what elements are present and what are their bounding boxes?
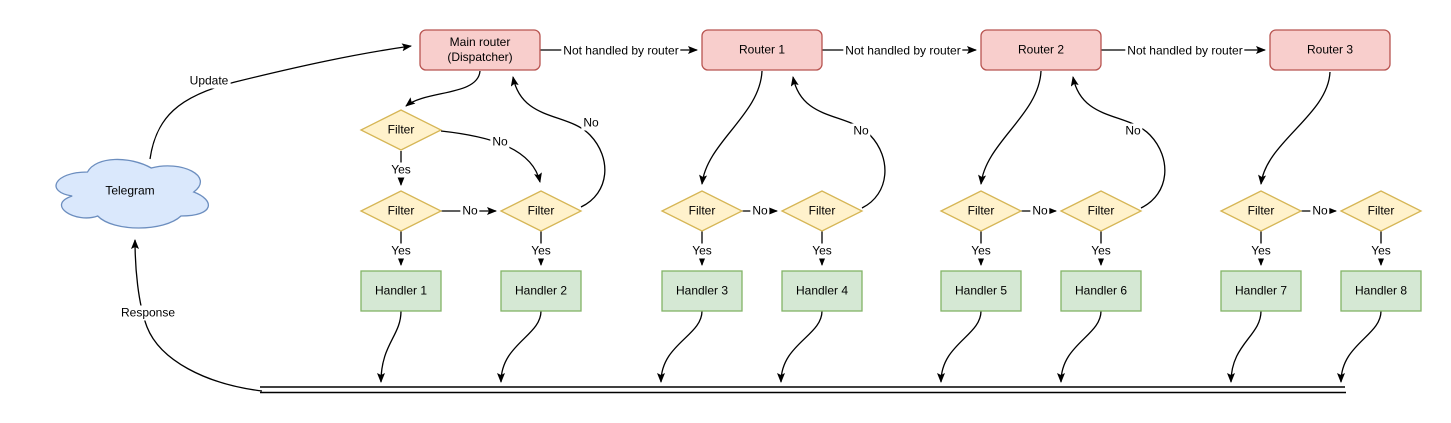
no-label-filter0: No — [490, 134, 510, 150]
handler7-bus-edge — [1227, 310, 1262, 383]
handler8-bus-edge — [1337, 310, 1382, 383]
yes-label-6: Yes — [1089, 243, 1113, 259]
no-label-return-r1: No — [851, 123, 871, 139]
main-router-label: Main router (Dispatcher) — [447, 35, 512, 65]
response-edge — [131, 239, 263, 392]
update-edge — [149, 43, 412, 160]
router1-to-filter3-edge — [699, 70, 763, 185]
yes-label-8: Yes — [1369, 243, 1393, 259]
filter-node-5 — [939, 190, 1023, 232]
filter-label-6: Filter — [1087, 203, 1115, 218]
router2-to-filter5-edge — [978, 70, 1042, 185]
handler-8-label: Handler 8 — [1354, 283, 1408, 298]
router-1-node — [701, 29, 823, 71]
filter-node-8 — [1339, 190, 1423, 232]
no-label-return-main: No — [581, 115, 601, 131]
handler-4-label: Handler 4 — [795, 283, 849, 298]
yes-label-3: Yes — [690, 243, 714, 259]
filter2-return-edge — [510, 76, 606, 208]
handler-1-label: Handler 1 — [374, 283, 428, 298]
filter-node-3 — [660, 190, 744, 232]
no-label-pair-3: No — [1030, 203, 1050, 219]
yes-label-2: Yes — [529, 243, 553, 259]
filter-node-7 — [1219, 190, 1303, 232]
handler5-bus-edge — [937, 310, 982, 383]
handler-7-label: Handler 7 — [1234, 283, 1288, 298]
filter-node-4 — [780, 190, 864, 232]
telegram-cloud — [55, 158, 210, 229]
handler-1-node — [360, 270, 442, 312]
handler-3-label: Handler 3 — [675, 283, 729, 298]
handler-5-node — [940, 270, 1022, 312]
handler-6-label: Handler 6 — [1074, 283, 1128, 298]
not-handled-label-2: Not handled by router — [843, 43, 963, 59]
handler-4-node — [781, 270, 863, 312]
filter-label-7: Filter — [1247, 203, 1275, 218]
filter-label-2: Filter — [527, 203, 555, 218]
handler3-bus-edge — [657, 310, 703, 383]
handler-5-label: Handler 5 — [954, 283, 1008, 298]
filter-node-0 — [359, 109, 443, 151]
router-1-label: Router 1 — [738, 42, 786, 57]
handler-3-node — [661, 270, 743, 312]
router-3-node — [1269, 29, 1391, 71]
filter-label-5: Filter — [967, 203, 995, 218]
no-label-return-r2: No — [1123, 123, 1143, 139]
filter4-return-edge — [790, 76, 886, 209]
yes-label-5: Yes — [969, 243, 993, 259]
dispatcher-to-filter0-edge — [405, 70, 481, 107]
yes-label-1: Yes — [389, 243, 413, 259]
handler2-bus-edge — [497, 310, 542, 383]
filter-node-2 — [499, 190, 583, 232]
telegram-label: Telegram — [105, 183, 155, 198]
router-2-node — [980, 29, 1102, 71]
main-router-label-line2: (Dispatcher) — [447, 50, 513, 64]
no-label-pair-1: No — [460, 203, 480, 219]
no-label-pair-4: No — [1310, 203, 1330, 219]
handler-2-node — [500, 270, 582, 312]
router-2-label: Router 2 — [1017, 42, 1065, 57]
handler-8-node — [1340, 270, 1422, 312]
filter-node-1 — [359, 190, 443, 232]
main-router-label-line1: Main router — [449, 35, 511, 49]
update-label: Update — [187, 73, 231, 89]
filter-label-1: Filter — [387, 203, 415, 218]
filter6-return-edge — [1070, 76, 1166, 209]
handler-2-label: Handler 2 — [514, 283, 568, 298]
not-handled-label-1: Not handled by router — [561, 43, 681, 59]
filter-label-4: Filter — [808, 203, 836, 218]
response-label: Response — [118, 305, 178, 321]
filter-label-0: Filter — [387, 122, 415, 137]
router3-to-filter7-edge — [1258, 71, 1331, 185]
yes-label-4: Yes — [810, 243, 834, 259]
filter-node-6 — [1059, 190, 1143, 232]
no-label-pair-2: No — [750, 203, 770, 219]
router-3-label: Router 3 — [1306, 42, 1354, 57]
yes-label-0: Yes — [389, 162, 413, 178]
handler4-bus-edge — [777, 310, 823, 383]
not-handled-label-3: Not handled by router — [1125, 43, 1245, 59]
main-router-node — [419, 29, 541, 71]
handler6-bus-edge — [1057, 310, 1102, 383]
handler1-bus-edge — [377, 310, 402, 383]
handler-7-node — [1220, 270, 1302, 312]
handler-6-node — [1060, 270, 1142, 312]
filter-label-8: Filter — [1367, 203, 1395, 218]
yes-label-7: Yes — [1249, 243, 1273, 259]
filter-label-3: Filter — [688, 203, 716, 218]
